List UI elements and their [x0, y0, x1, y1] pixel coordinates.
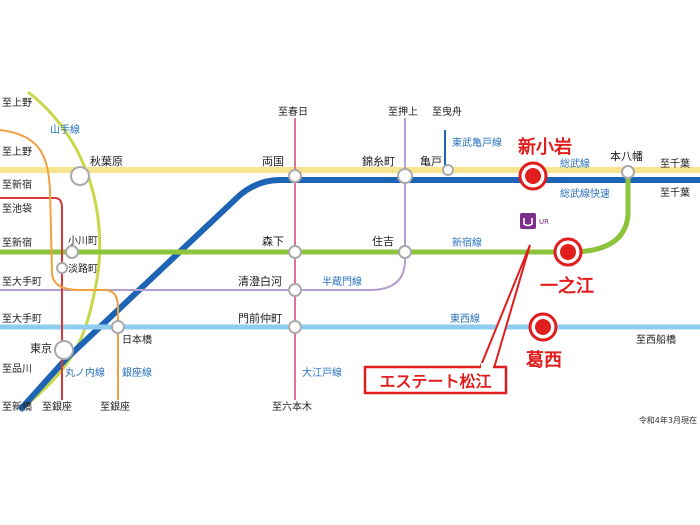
station-dot-kiyosumi[interactable] — [288, 283, 302, 297]
station-dot-tokyo[interactable] — [54, 340, 74, 360]
station-dot-morishita[interactable] — [288, 245, 302, 259]
station-dot-ogawamachi[interactable] — [65, 245, 79, 259]
station-label-nihonbashi: 日本橋 — [122, 333, 152, 346]
terminal-label-layer: 至上野 至上野 至新宿 至池袋 至新宿 至大手町 至大手町 至品川 至新橋 至銀… — [2, 97, 690, 413]
label-hanzomon: 半蔵門線 — [322, 275, 362, 288]
terminal-otemachi-1: 至大手町 — [2, 275, 42, 288]
station-label-kinshicho: 錦糸町 — [362, 154, 395, 168]
terminal-hikifune: 至曳舟 — [432, 105, 462, 118]
station-dot-motoyawata[interactable] — [621, 165, 635, 179]
hanzomon-line — [0, 118, 406, 291]
property-callout: エステート松江 UR — [363, 213, 549, 395]
station-dot-awajicho[interactable] — [56, 262, 68, 274]
station-label-ichinoe: 一之江 — [540, 275, 594, 297]
station-label-kameido: 亀戸 — [420, 154, 442, 168]
label-sobu-rapid: 総武線快速 — [560, 187, 610, 200]
terminal-roppongi: 至六本木 — [272, 400, 312, 413]
callout-pointer — [478, 244, 531, 369]
ur-logo-text: UR — [539, 218, 549, 226]
station-layer — [54, 161, 635, 360]
property-box[interactable] — [363, 365, 508, 395]
property-name: エステート松江 — [379, 372, 491, 391]
station-dot-nihonbashi[interactable] — [111, 320, 125, 334]
station-marker-shin-koiwa[interactable] — [518, 161, 548, 191]
label-ginza: 銀座線 — [122, 366, 152, 379]
station-dot-akihabara[interactable] — [70, 166, 90, 186]
label-tozai: 東西線 — [450, 312, 480, 325]
terminal-ueno-1: 至上野 — [2, 97, 32, 109]
terminal-kasuga: 至春日 — [278, 106, 308, 118]
station-marker-kasai[interactable] — [528, 312, 558, 342]
date-note: 令和4年3月現在 — [639, 415, 697, 425]
sobu-rapid-line — [17, 177, 700, 413]
station-label-layer: 秋葉原 両国 錦糸町 亀戸 本八幡 小川町 淡路町 森下 住吉 清澄白河 門前仲… — [30, 136, 643, 371]
station-label-monzen: 門前仲町 — [238, 311, 282, 325]
station-label-ogawamachi: 小川町 — [68, 235, 98, 247]
station-label-ryogoku: 両国 — [262, 155, 284, 168]
station-dot-ryogoku[interactable] — [288, 169, 302, 183]
terminal-shinjuku-2: 至新宿 — [2, 236, 32, 249]
station-label-tokyo: 東京 — [30, 341, 52, 355]
terminal-otemachi-2: 至大手町 — [2, 312, 42, 325]
line-label-layer: 山手線 東武亀戸線 総武線 総武線快速 新宿線 半蔵門線 東西線 丸ノ内線 銀座… — [50, 123, 610, 379]
station-dot-kameido[interactable] — [442, 164, 454, 176]
terminal-oshiage: 至押上 — [388, 105, 418, 118]
terminal-ginza-1: 至銀座 — [42, 400, 72, 413]
ginza-line — [0, 129, 119, 400]
station-label-akihabara: 秋葉原 — [90, 154, 123, 168]
terminal-chiba-1: 至千葉 — [660, 157, 690, 170]
label-oedo: 大江戸線 — [302, 366, 342, 379]
station-dot-monzen[interactable] — [288, 320, 302, 334]
terminal-shinjuku-1: 至新宿 — [2, 178, 32, 191]
station-label-awajicho: 淡路町 — [68, 262, 98, 275]
ur-logo-icon: UR — [520, 213, 549, 229]
station-dot-kinshicho[interactable] — [397, 168, 413, 184]
callout-pointer-cover — [481, 363, 493, 369]
label-yamanote: 山手線 — [50, 123, 80, 136]
station-label-morishita: 森下 — [262, 234, 284, 248]
station-label-shin-koiwa: 新小岩 — [518, 136, 572, 158]
marunouchi-line — [0, 197, 63, 400]
terminal-ginza-2: 至銀座 — [100, 400, 130, 413]
terminal-chiba-2: 至千葉 — [660, 186, 690, 199]
terminal-ueno-2: 至上野 — [2, 146, 32, 158]
station-label-motoyawata: 本八幡 — [610, 149, 643, 163]
station-label-kiyosumi: 清澄白河 — [238, 274, 282, 288]
terminal-shinbashi: 至新橋 — [2, 400, 32, 413]
station-label-kasai: 葛西 — [525, 350, 562, 371]
line-layer — [0, 90, 700, 413]
label-sobu: 総武線 — [560, 157, 590, 170]
label-marunouchi: 丸ノ内線 — [65, 366, 105, 379]
station-marker-ichinoe[interactable] — [553, 237, 583, 267]
terminal-shinagawa: 至品川 — [2, 363, 32, 375]
label-tobu-kameido: 東武亀戸線 — [452, 136, 502, 149]
station-dot-sumiyoshi[interactable] — [398, 245, 412, 259]
terminal-ikebukuro: 至池袋 — [2, 202, 32, 215]
station-label-sumiyoshi: 住吉 — [372, 234, 394, 248]
label-shinjuku: 新宿線 — [452, 236, 482, 249]
terminal-nishifunabashi: 至西船橋 — [636, 333, 676, 346]
